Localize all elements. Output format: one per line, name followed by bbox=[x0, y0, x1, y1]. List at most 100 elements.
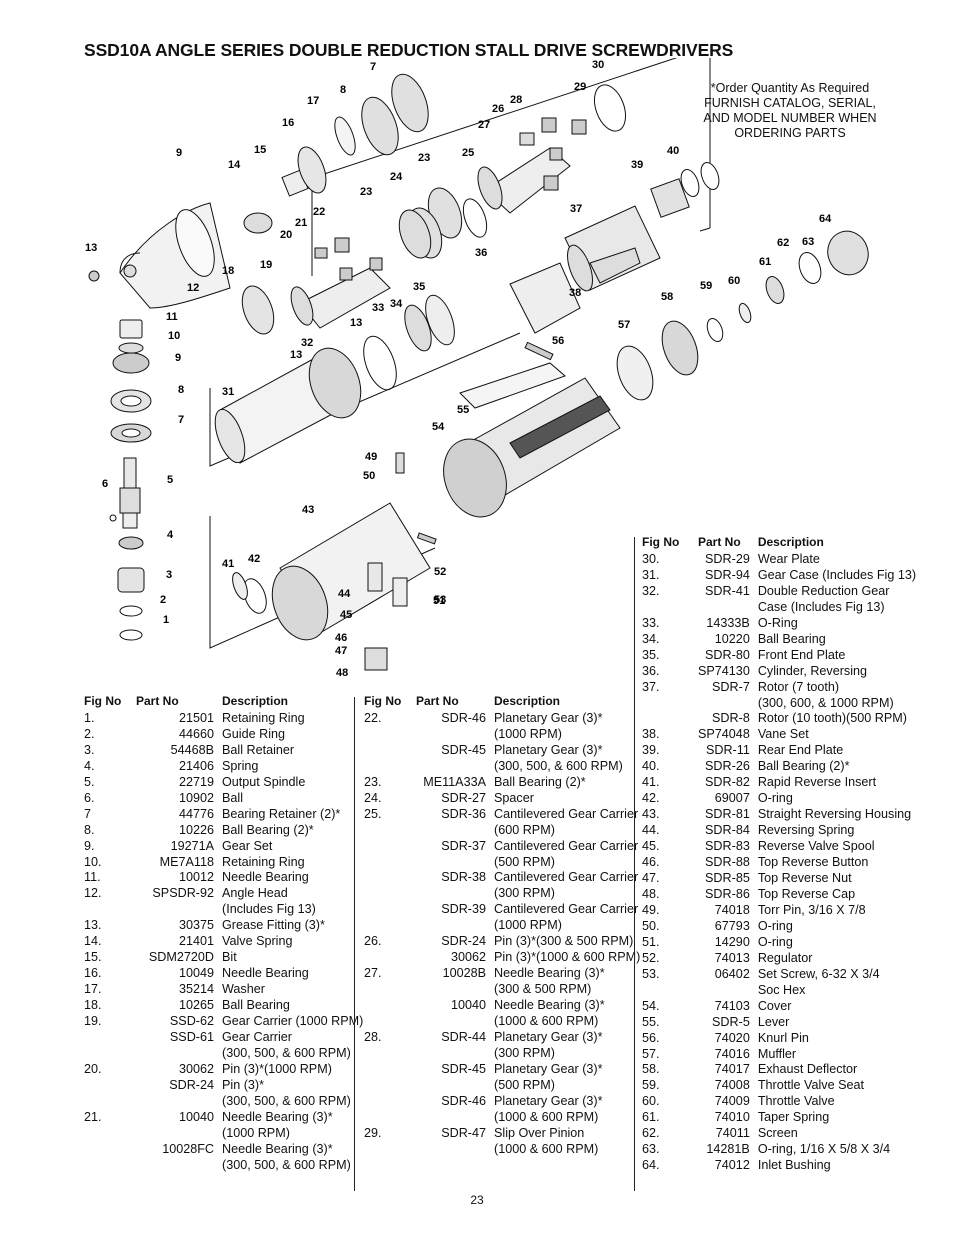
fig-no-cell: 29. bbox=[364, 1125, 382, 1140]
part-callout: 38 bbox=[569, 287, 581, 299]
fig-no-cell: 45. bbox=[642, 839, 660, 854]
fig-no-cell: 60. bbox=[642, 1094, 660, 1109]
description-cell: Screen bbox=[757, 1126, 798, 1141]
description-cell: Front End Plate bbox=[757, 647, 846, 662]
part-callout: 45 bbox=[340, 609, 352, 621]
fig-no-cell bbox=[84, 1046, 136, 1062]
fig-no-cell: 49. bbox=[642, 902, 660, 917]
part-no-cell: SDR-82 bbox=[705, 775, 750, 790]
col-description: Description bbox=[757, 535, 824, 549]
page-title: SSD10A ANGLE SERIES DOUBLE REDUCTION STA… bbox=[84, 40, 734, 60]
part-callout: 32 bbox=[301, 337, 313, 349]
fig-no-cell bbox=[364, 886, 416, 902]
part-callout: 33 bbox=[372, 302, 384, 314]
part-no-cell bbox=[416, 1142, 494, 1158]
description-cell: (500 RPM) bbox=[494, 1077, 555, 1092]
fig-no-cell: 39. bbox=[642, 743, 660, 758]
table-row: (500 RPM) bbox=[364, 1078, 640, 1094]
description-cell: Throttle Valve Seat bbox=[757, 1078, 864, 1093]
part-no-cell bbox=[136, 1126, 222, 1142]
table-row: (300 & 500 RPM) bbox=[364, 982, 640, 998]
fig-no-cell: 5. bbox=[84, 774, 95, 789]
fig-no-cell: 33. bbox=[642, 615, 660, 630]
part-no-cell: 74103 bbox=[714, 998, 750, 1013]
order-note-line: ORDERING PARTS bbox=[734, 126, 846, 140]
part-callout: 19 bbox=[260, 259, 272, 271]
part-callout: 26 bbox=[492, 103, 504, 115]
fig-no-cell: 41. bbox=[642, 775, 660, 790]
description-cell: Washer bbox=[222, 982, 265, 997]
fig-no-cell bbox=[84, 1030, 136, 1046]
part-callout: 14 bbox=[228, 159, 241, 171]
part-no-cell: SDR-8 bbox=[712, 711, 750, 726]
fig-no-cell: 8. bbox=[84, 822, 95, 837]
part-callout: 44 bbox=[338, 588, 351, 600]
part-no-cell: SDR-37 bbox=[441, 838, 486, 853]
table-header-row: Fig No Part No Description bbox=[642, 535, 916, 552]
fig-no-cell bbox=[364, 902, 416, 918]
part-no-cell: 06402 bbox=[714, 966, 750, 981]
table-row: (300, 500, & 600 RPM) bbox=[364, 759, 640, 775]
part-callout: 16 bbox=[282, 117, 294, 129]
fig-no-cell: 43. bbox=[642, 807, 660, 822]
part-no-cell: 74009 bbox=[714, 1094, 750, 1109]
fig-no-cell bbox=[84, 902, 136, 918]
part-callout: 9 bbox=[175, 352, 181, 364]
fig-no-cell: 26. bbox=[364, 934, 382, 949]
table-row: Case (Includes Fig 13) bbox=[642, 600, 916, 616]
part-callout: 1 bbox=[163, 614, 169, 626]
part-no-cell: SDR-24 bbox=[441, 934, 486, 949]
table-row: (500 RPM) bbox=[364, 855, 640, 871]
part-no-cell: 74012 bbox=[714, 1158, 750, 1173]
fig-no-cell: 23. bbox=[364, 774, 382, 789]
description-cell: Muffler bbox=[757, 1046, 797, 1061]
fig-no-cell: 55. bbox=[642, 1014, 660, 1029]
part-no-cell bbox=[416, 886, 494, 902]
fig-no-cell bbox=[642, 600, 698, 616]
part-callout: 37 bbox=[570, 203, 582, 215]
description-cell: Top Reverse Cap bbox=[757, 886, 856, 901]
part-no-cell: 74008 bbox=[714, 1078, 750, 1093]
part-callout: 13 bbox=[290, 349, 302, 361]
description-cell: Needle Bearing bbox=[222, 966, 309, 981]
col-description: Description bbox=[494, 694, 561, 708]
part-no-cell: SDR-5 bbox=[712, 1014, 750, 1029]
part-no-cell: SDR-44 bbox=[441, 1030, 486, 1045]
part-callout: 47 bbox=[335, 645, 347, 657]
part-no-cell: SDR-46 bbox=[441, 1093, 486, 1108]
part-callout: 21 bbox=[295, 217, 307, 229]
fig-no-cell: 51. bbox=[642, 934, 660, 949]
part-callout: 5 bbox=[167, 474, 173, 486]
part-callout: 59 bbox=[700, 280, 712, 292]
part-no-cell: SDR-45 bbox=[441, 742, 486, 757]
description-cell: Pin (3)*(1000 & 600 RPM) bbox=[494, 950, 641, 965]
part-callout: 9 bbox=[176, 147, 182, 159]
table-row: 30062 Pin (3)*(1000 & 600 RPM) bbox=[364, 950, 640, 966]
description-cell: Reversing Spring bbox=[757, 823, 855, 838]
part-no-cell: 30062 bbox=[450, 950, 486, 965]
description-cell: (300, 500, & 600 RPM) bbox=[222, 1157, 351, 1172]
fig-no-cell: 9. bbox=[84, 838, 95, 853]
description-cell: (300, 500, & 600 RPM) bbox=[222, 1093, 351, 1108]
column-divider bbox=[634, 537, 635, 1191]
